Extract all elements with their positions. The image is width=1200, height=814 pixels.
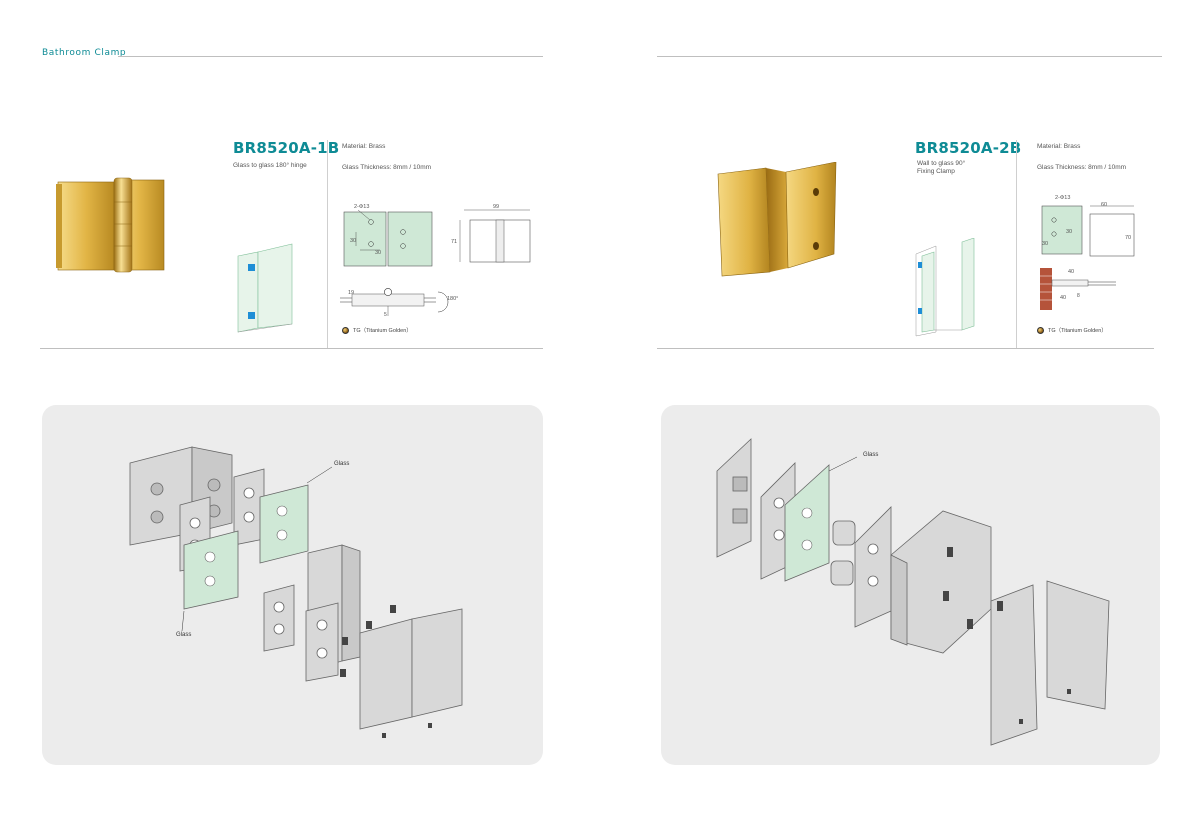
finish-swatch-icon bbox=[1037, 326, 1044, 334]
left-dim-30a: 30 bbox=[350, 238, 357, 244]
left-exploded-label-glass-bottom: Glass bbox=[176, 632, 192, 638]
header-rule-left bbox=[118, 56, 543, 57]
left-product-photo bbox=[52, 172, 168, 276]
right-dim-8: 8 bbox=[1077, 293, 1080, 299]
left-thickness: Glass Thickness: 8mm / 10mm bbox=[342, 164, 432, 171]
right-description-line1: Wall to glass 90° bbox=[917, 160, 966, 167]
right-product-photo bbox=[716, 162, 840, 282]
left-divider-vertical bbox=[327, 140, 328, 348]
left-finish: TG（Titanium Golden） bbox=[342, 326, 412, 334]
left-dim-height: 71 bbox=[451, 239, 458, 245]
right-dim-30a: 30 bbox=[1066, 229, 1073, 235]
left-exploded-drawing bbox=[129, 446, 463, 738]
left-side-drawing bbox=[456, 206, 538, 272]
right-installation-sketch bbox=[912, 238, 982, 338]
left-model-name: BR8520A-1B bbox=[233, 139, 340, 157]
left-dim-width: 99 bbox=[493, 204, 500, 210]
right-front-drawing bbox=[1040, 200, 1140, 260]
right-dim-hole: 2-Φ13 bbox=[1055, 195, 1071, 201]
right-dim-40b: 40 bbox=[1060, 295, 1067, 301]
left-finish-label: TG（Titanium Golden） bbox=[353, 328, 412, 334]
right-finish: TG（Titanium Golden） bbox=[1037, 326, 1107, 334]
finish-swatch-icon bbox=[342, 326, 349, 334]
left-section-drawing bbox=[338, 284, 450, 320]
right-section-drawing bbox=[1038, 266, 1118, 314]
left-installation-sketch bbox=[234, 238, 296, 334]
left-card-bottom-rule bbox=[40, 348, 543, 349]
right-card-bottom-rule bbox=[657, 348, 1154, 349]
left-description: Glass to glass 180° hinge bbox=[233, 162, 307, 169]
left-dim-5: 5 bbox=[384, 312, 387, 318]
left-dim-hole: 2-Φ13 bbox=[354, 204, 370, 210]
left-material: Material: Brass bbox=[342, 143, 386, 150]
right-exploded-panel: Glass bbox=[661, 405, 1160, 765]
right-exploded-drawing bbox=[716, 438, 1110, 746]
right-dim-height: 70 bbox=[1125, 235, 1132, 241]
left-dim-30b: 30 bbox=[375, 250, 382, 256]
right-model-name: BR8520A-2B bbox=[915, 139, 1022, 157]
left-dim-19: 19 bbox=[348, 290, 355, 296]
right-description-line2: Fixing Clamp bbox=[917, 168, 955, 175]
section-title: Bathroom Clamp bbox=[42, 48, 127, 58]
left-dim-angle: 180° bbox=[447, 296, 459, 302]
left-exploded-panel: Glass Glass bbox=[42, 405, 543, 765]
header-rule-right bbox=[657, 56, 1162, 57]
right-material: Material: Brass bbox=[1037, 143, 1081, 150]
right-exploded-label-glass: Glass bbox=[863, 452, 879, 458]
right-dim-width: 60 bbox=[1101, 202, 1108, 208]
right-finish-label: TG（Titanium Golden） bbox=[1048, 328, 1107, 334]
right-thickness: Glass Thickness: 8mm / 10mm bbox=[1037, 164, 1127, 171]
left-exploded-label-glass-top: Glass bbox=[334, 461, 350, 467]
right-dim-40a: 40 bbox=[1068, 269, 1075, 275]
right-dim-30b: 30 bbox=[1042, 241, 1049, 247]
left-front-drawing bbox=[340, 202, 440, 270]
right-divider-vertical bbox=[1016, 140, 1017, 348]
